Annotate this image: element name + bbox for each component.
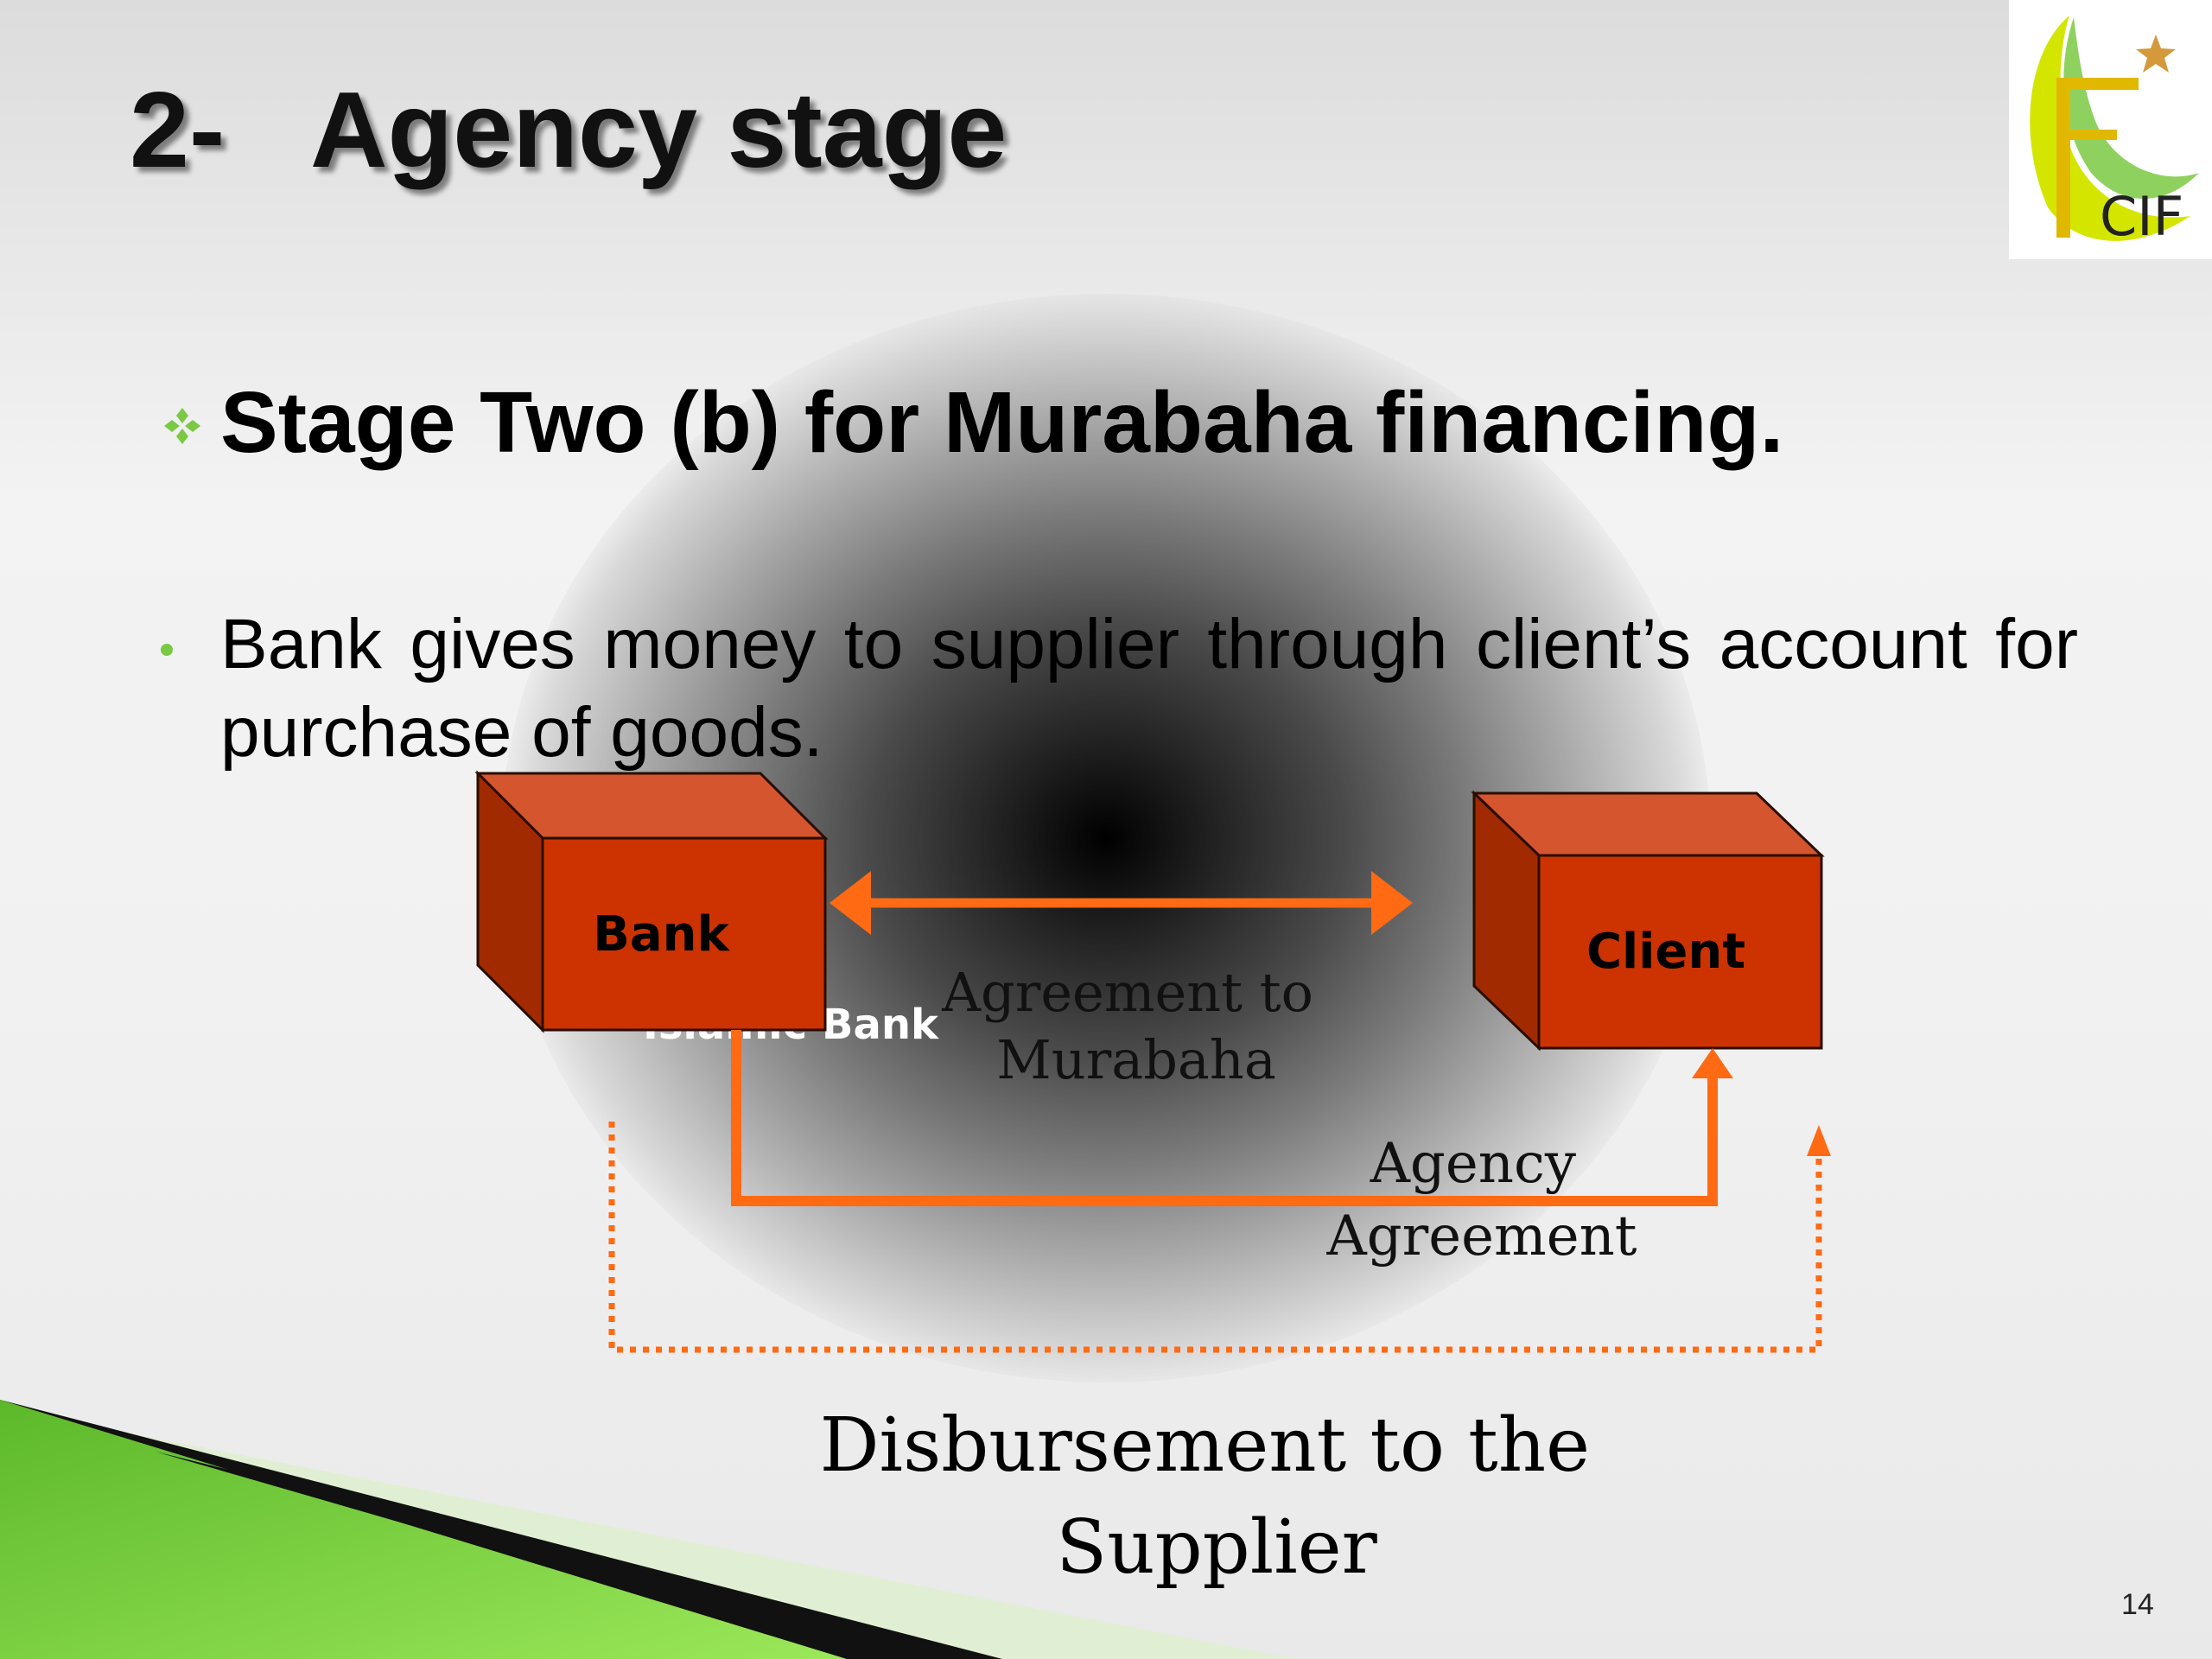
agency-arrow [731, 1030, 1733, 1206]
body-text: Bank gives money to supplier through cli… [220, 605, 2078, 772]
bank-label: Bank [593, 906, 730, 963]
diamond-bullet-icon [164, 408, 200, 444]
disbursement-dotted-arrow [608, 1122, 1831, 1353]
slide-title: 2- Agency stage [130, 71, 1007, 190]
logo-text: CIF [2100, 185, 2183, 248]
bank-box: Bank [474, 770, 829, 1033]
murabaha-double-arrow [830, 871, 1413, 935]
agreement-murabaha-label: Agreement to Murabaha [941, 961, 1330, 1091]
client-label: Client [1586, 924, 1745, 980]
client-box: Client [1471, 790, 1825, 1052]
cif-logo: CIF [2009, 0, 2212, 259]
bullet-dot-icon [161, 644, 173, 656]
page-number: 14 [2121, 1588, 2154, 1621]
agency-agreement-label: Agency Agreement [1325, 1132, 1637, 1268]
disbursement-label: Disbursement to the Supplier [820, 1402, 1614, 1591]
crescent-star-logo-icon: CIF [2030, 16, 2199, 248]
section-heading: Stage Two (b) for Murabaha financing. [220, 374, 1784, 471]
